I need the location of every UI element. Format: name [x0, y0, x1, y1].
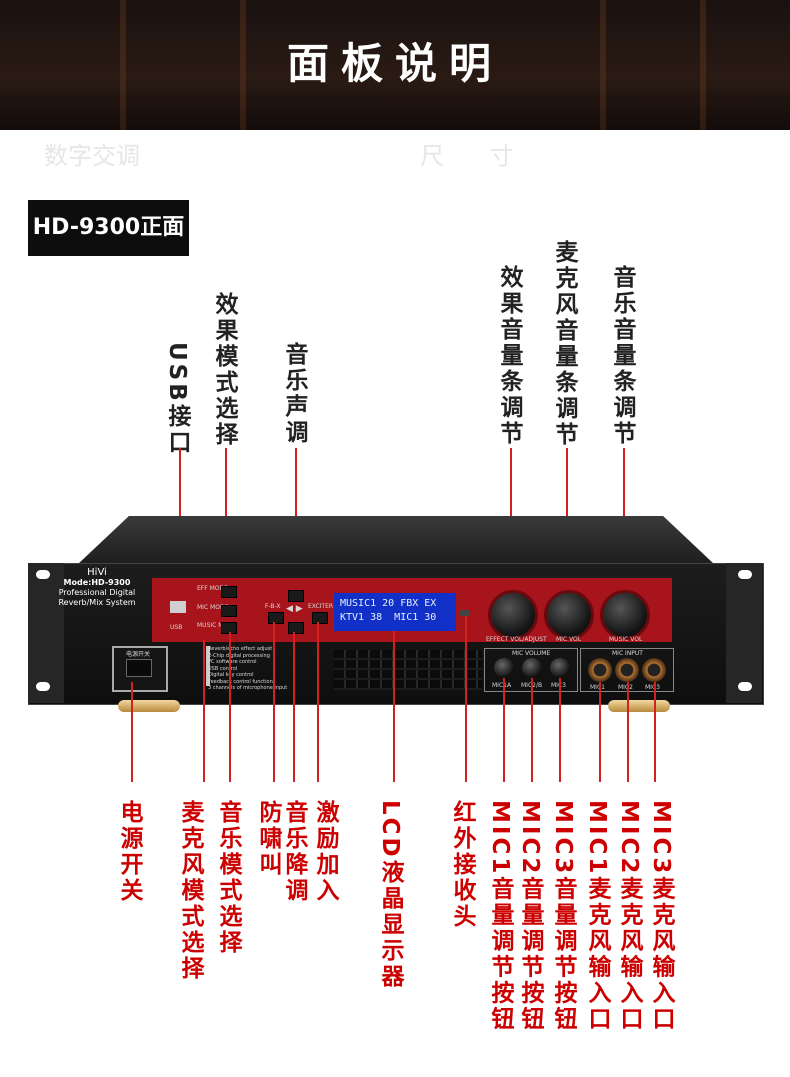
brand-name: HiVi — [87, 567, 107, 578]
exciter-button[interactable] — [312, 612, 328, 624]
device-foot-left — [118, 700, 180, 712]
label-music-down: 音乐降调 — [281, 800, 307, 904]
lcd-display: MUSIC1 20 FBX EX KTV1 38 MIC1 30 — [334, 593, 456, 631]
label-power: 电源开关 — [116, 800, 142, 904]
mic1-input-jack[interactable] — [588, 658, 612, 682]
label-mic3-in: MIC3麦克风输入口 — [648, 800, 674, 1033]
mic3-input-jack[interactable] — [642, 658, 666, 682]
device-foot-right — [608, 700, 670, 712]
label-mic1-vol: MIC1音量调节按钮 — [487, 800, 513, 1033]
knob1-text: EFFECT VOL/ADJUST — [486, 636, 547, 643]
mic-volume-knob[interactable] — [544, 590, 594, 640]
brand-subtitle-2: Reverb/Mix System — [58, 598, 136, 607]
in2-text: MIC2 — [618, 684, 633, 691]
power-frame — [112, 646, 168, 692]
brand-subtitle-1: Professional Digital — [58, 588, 136, 597]
mic1a-text: MIC1A — [492, 682, 512, 689]
mic3-text: MIC3 — [551, 682, 566, 689]
ghost-text-left: 数字交调 — [44, 142, 140, 170]
mic3-volume-knob[interactable] — [550, 658, 570, 678]
feature-item: 3 channels of microphone input — [208, 685, 288, 691]
knob3-text: MUSIC VOL — [609, 636, 643, 643]
mic-input-text: MIC INPUT — [612, 650, 643, 657]
label-mic3-vol: MIC3音量调节按钮 — [550, 800, 576, 1033]
label-music-mode: 音乐模式选择 — [215, 800, 241, 956]
label-mic2-vol: MIC2音量调节按钮 — [517, 800, 543, 1033]
mic1-volume-knob[interactable] — [494, 658, 514, 678]
mic-mode-button[interactable] — [221, 605, 237, 617]
music-mode-text: MUSIC MODE — [197, 622, 237, 629]
usb-port-icon[interactable] — [170, 601, 186, 613]
music-volume-knob[interactable] — [600, 590, 650, 640]
brand-block: HiVi Mode:HD-9300 Professional Digital R… — [52, 568, 142, 608]
lcd-line-2: KTV1 38 MIC1 30 — [340, 612, 437, 623]
label-ir: 红外接收头 — [449, 800, 475, 930]
ghost-text-right: 尺 寸 — [420, 142, 514, 170]
label-music-tone: 音乐声调 — [281, 342, 307, 446]
feature-item: Digital key control — [208, 672, 254, 678]
feature-item: PC software control — [208, 659, 257, 665]
feature-item: 2-Chip digital processing — [208, 652, 270, 659]
fbx-text: F-B-X — [265, 603, 281, 610]
label-usb: USB接口 — [164, 342, 190, 456]
mic2-input-jack[interactable] — [615, 658, 639, 682]
in3-text: MIC3 — [645, 684, 660, 691]
header-banner: 面板说明 — [0, 0, 790, 130]
knob2-text: MIC VOL — [556, 636, 582, 643]
model-name: Mode:HD-9300 — [63, 578, 131, 587]
usb-text: USB — [170, 624, 183, 631]
power-switch[interactable] — [126, 659, 152, 677]
label-lcd: LCD液晶显示器 — [377, 800, 403, 990]
power-text: 电源开关 — [126, 651, 151, 658]
exciter-text: EXCITER — [308, 603, 334, 610]
vent-grille-overlay — [334, 650, 482, 690]
label-anti-howl: 防啸叫 — [255, 800, 281, 878]
section-label: HD-9300正面 — [28, 200, 189, 256]
effect-mode-button[interactable] — [221, 586, 237, 598]
feature-item: Feedback control function — [208, 678, 273, 685]
pitch-up-button[interactable] — [288, 590, 304, 602]
label-effect-mode: 效果模式选择 — [211, 292, 237, 448]
page-title: 面板说明 — [286, 39, 503, 88]
lcd-line-1: MUSIC1 20 FBX EX — [340, 598, 437, 609]
in1-text: MIC1 — [590, 684, 605, 691]
mic-mode-text: MIC MODE — [197, 604, 229, 611]
feature-item: USB control — [208, 665, 238, 672]
label-mic2-in: MIC2麦克风输入口 — [616, 800, 642, 1033]
label-effect-vol: 效果音量条调节 — [496, 265, 522, 447]
eff-mode-text: EFF MODE — [197, 585, 228, 592]
label-mic-vol: 麦克风音量条调节 — [551, 240, 577, 448]
pitch-down-button[interactable] — [288, 622, 304, 634]
mic-volume-text: MIC VOLUME — [512, 650, 551, 657]
label-exciter: 激励加入 — [312, 800, 338, 904]
label-mic1-in: MIC1麦克风输入口 — [584, 800, 610, 1033]
anti-howl-button[interactable] — [268, 612, 284, 624]
feature-list: Reverb/echo effect adjust 2-Chip digital… — [208, 646, 318, 692]
device-top — [78, 516, 714, 564]
rack-ear-right — [726, 563, 762, 703]
mic2-volume-knob[interactable] — [522, 658, 542, 678]
effect-volume-knob[interactable] — [488, 590, 538, 640]
arrow-icons: ◀ ▶ — [286, 604, 303, 614]
label-mic-mode: 麦克风模式选择 — [177, 800, 203, 982]
label-music-vol: 音乐音量条调节 — [609, 265, 635, 447]
rack-ear-left — [28, 563, 64, 703]
feature-item: Reverb/echo effect adjust — [208, 646, 273, 652]
ir-receiver-icon — [460, 610, 470, 616]
